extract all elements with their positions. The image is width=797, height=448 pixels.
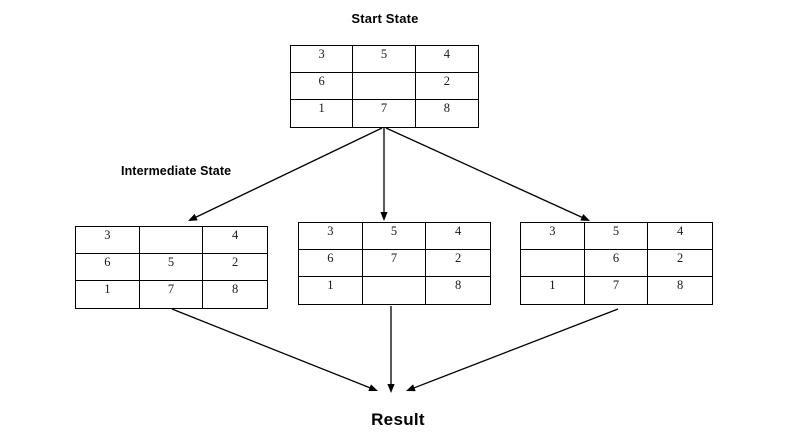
arrow-left-to-result-head [368,384,378,392]
tile-cell-r0-c2: 4 [203,227,267,254]
tile-cell-r0-c1 [139,227,204,254]
start-state-title: Start State [351,11,419,26]
tile-cell-r1-c1: 6 [584,250,649,277]
arrow-start-to-left-head [188,213,198,221]
intermediate-state-title: Intermediate State [121,164,232,178]
tile-cell-r1-c0 [521,250,585,277]
tile-cell-r1-c1: 5 [139,254,204,281]
tile-cell-r0-c2: 4 [426,223,490,250]
tile-cell-r0-c1: 5 [353,46,416,73]
tile-cell-r2-c1 [363,277,427,304]
arrow-middle-to-result-head [387,384,395,393]
tile-cell-r1-c0: 6 [76,254,140,281]
tile-cell-r0-c1: 5 [584,223,649,250]
tile-cell-r2-c2: 8 [677,278,684,292]
tile-cell-r1-c1 [353,73,416,100]
tile-cell-r0-c1: 5 [362,223,427,250]
tile-cell-r2-c0: 1 [76,281,140,308]
arrow-start-to-right-line [385,127,584,219]
tile-cell-r2-c1: 7 [585,277,649,304]
tile-cell-r1-c0: 6 [291,73,354,100]
arrow-right-to-result-line [412,308,619,389]
tile-cell-r2-c1: 7 [353,100,416,127]
tile-cell-r0-c0: 3 [299,223,363,250]
arrow-start-to-middle-head [380,212,388,221]
tile-cell-r1-c2: 2 [203,254,267,281]
tile-cell-r0-c0: 3 [76,227,140,254]
tile-cell-r0-c2: 4 [648,223,712,250]
tile-cell-r2-c2: 8 [232,282,239,296]
arrow-left-to-result-line [171,308,372,389]
result-title: Result [371,410,425,429]
tile-cell-r2-c0: 1 [521,277,585,304]
tile-cell-r1-c2: 2 [648,250,712,277]
arrow-start-to-right-head [580,213,590,221]
tile-cell-r2-c2: 8 [455,278,462,292]
tile-cell-r2-c0: 1 [299,277,363,304]
tile-cell-r1-c0: 6 [299,250,363,277]
tile-cell-r2-c1: 7 [140,281,204,308]
tile-cell-r2-c2: 8 [443,101,450,115]
tile-cell-r0-c0: 3 [521,223,585,250]
arrow-right-to-result-head [406,384,416,392]
tile-cell-r0-c0: 3 [291,46,354,73]
tile-cell-r0-c2: 4 [415,46,478,73]
tile-cell-r2-c0: 1 [291,100,354,127]
tile-cell-r1-c1: 7 [362,250,427,277]
tile-cell-r1-c2: 2 [426,250,490,277]
tile-cell-r1-c2: 2 [415,73,478,100]
